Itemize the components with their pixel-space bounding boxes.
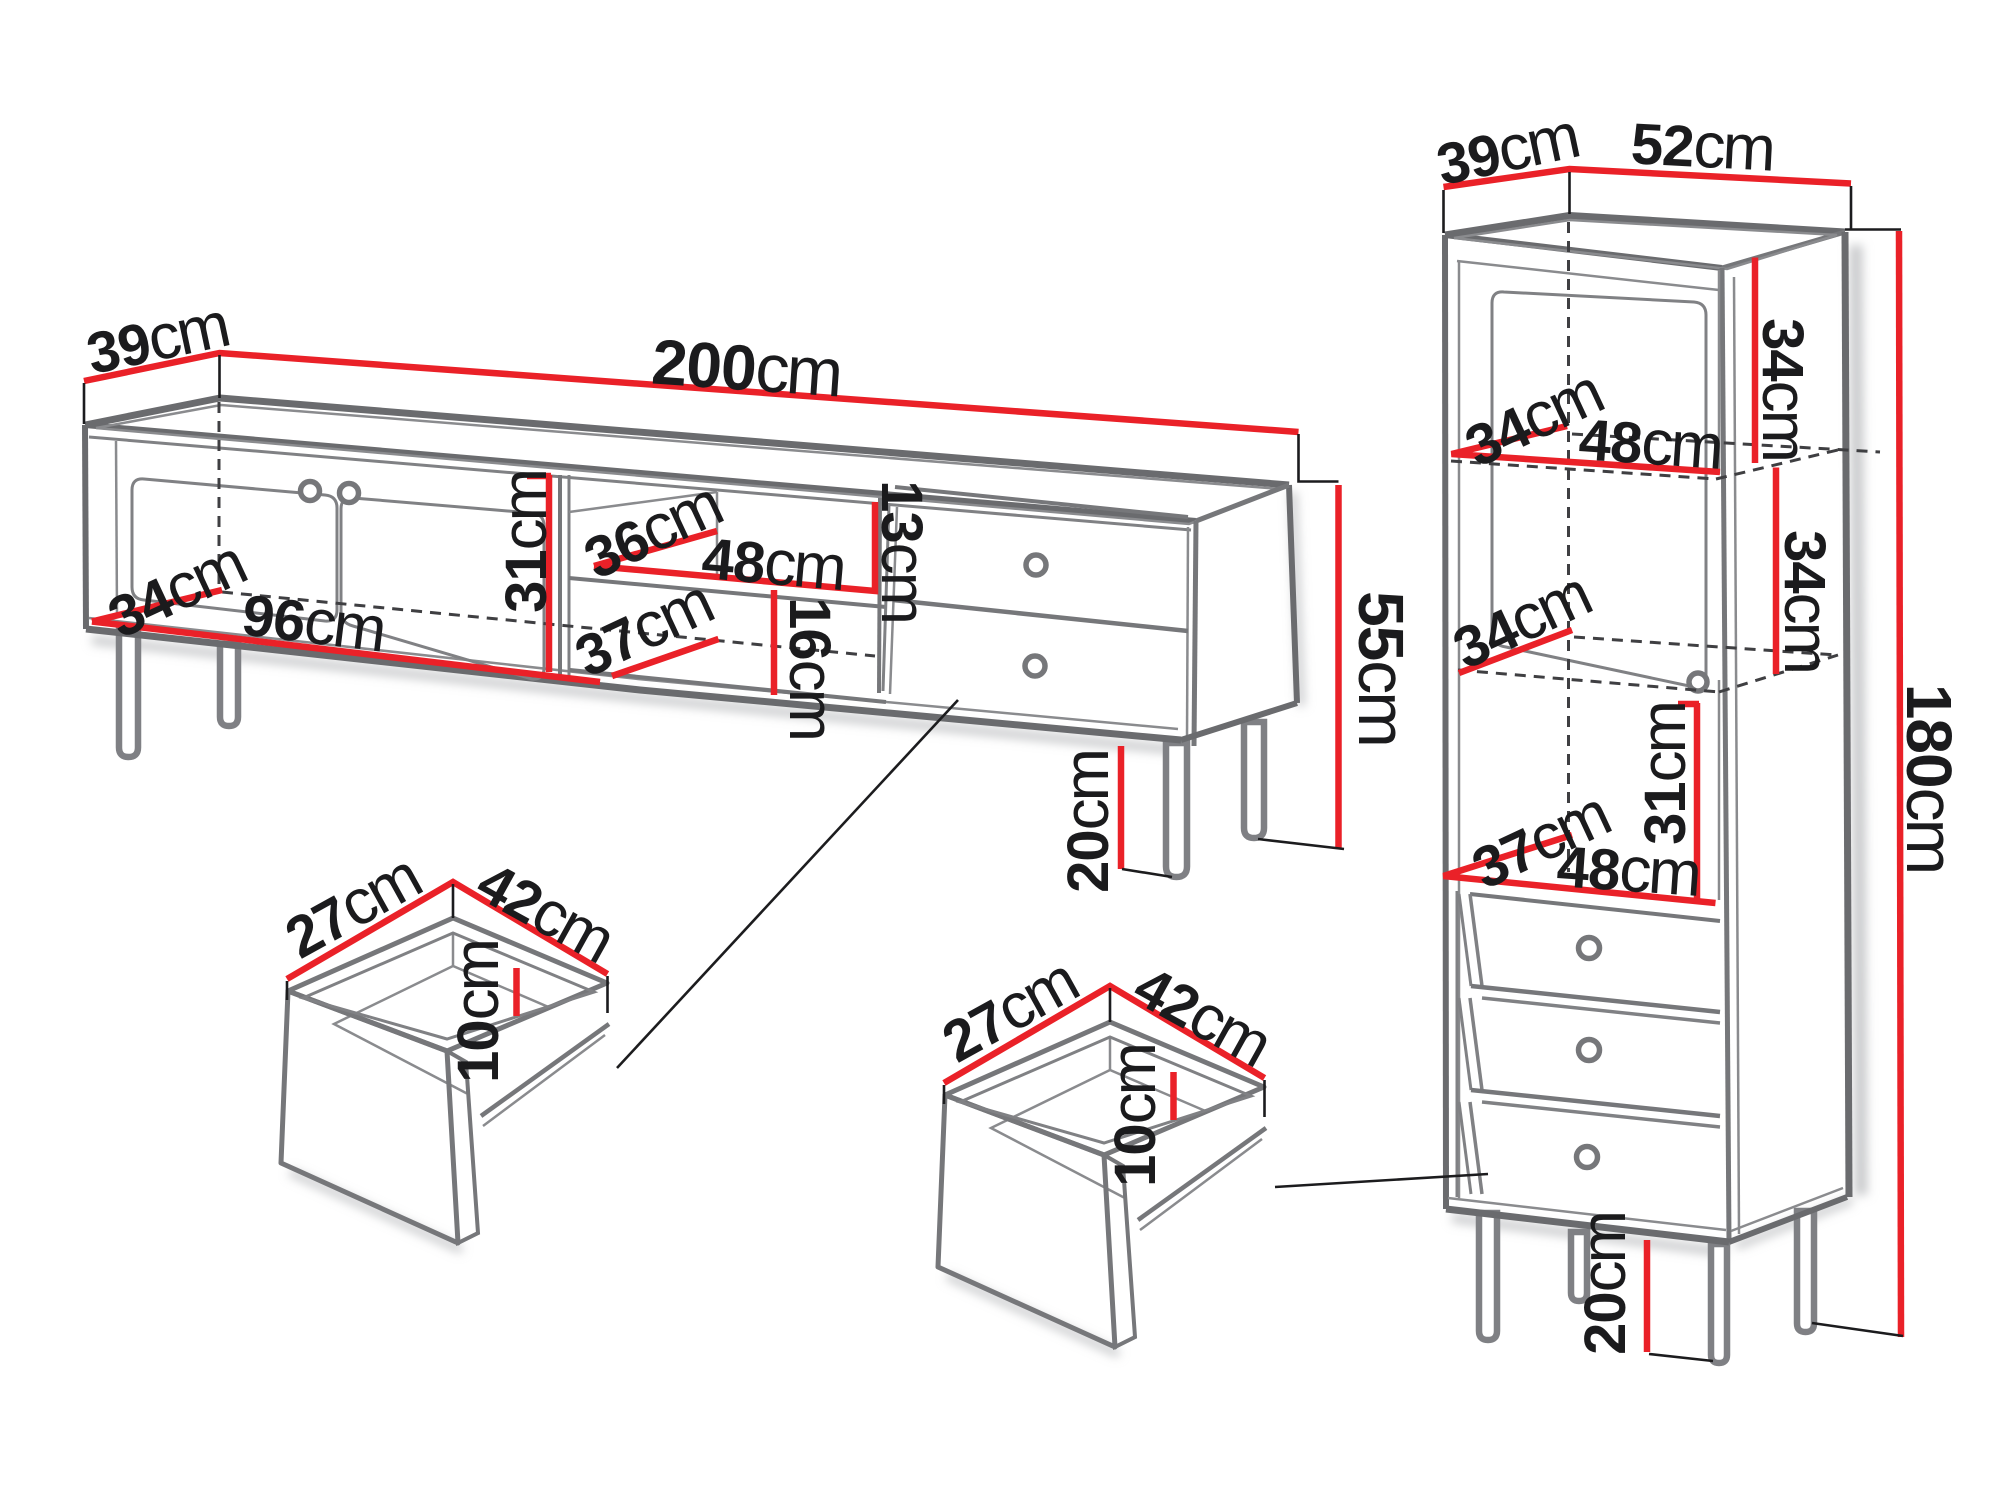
svg-text:55cm: 55cm [1344,591,1420,745]
svg-text:20cm: 20cm [1050,751,1122,893]
svg-text:48cm: 48cm [1577,401,1724,483]
svg-text:200cm: 200cm [649,323,842,412]
svg-text:13cm: 13cm [868,480,940,622]
svg-text:31cm: 31cm [1627,703,1699,845]
svg-text:180cm: 180cm [1892,684,1968,872]
svg-text:48cm: 48cm [699,520,847,604]
svg-text:16cm: 16cm [776,597,848,739]
svg-text:20cm: 20cm [1567,1213,1639,1355]
svg-text:10cm: 10cm [1097,1045,1169,1187]
svg-text:10cm: 10cm [440,941,512,1083]
svg-text:48cm: 48cm [1555,828,1702,910]
svg-text:39cm: 39cm [1430,99,1584,199]
svg-text:34cm: 34cm [1771,530,1843,672]
svg-text:39cm: 39cm [80,288,234,388]
svg-text:31cm: 31cm [488,471,560,613]
svg-text:34cm: 34cm [1749,318,1821,460]
svg-text:96cm: 96cm [238,577,388,666]
svg-text:52cm: 52cm [1629,105,1774,184]
